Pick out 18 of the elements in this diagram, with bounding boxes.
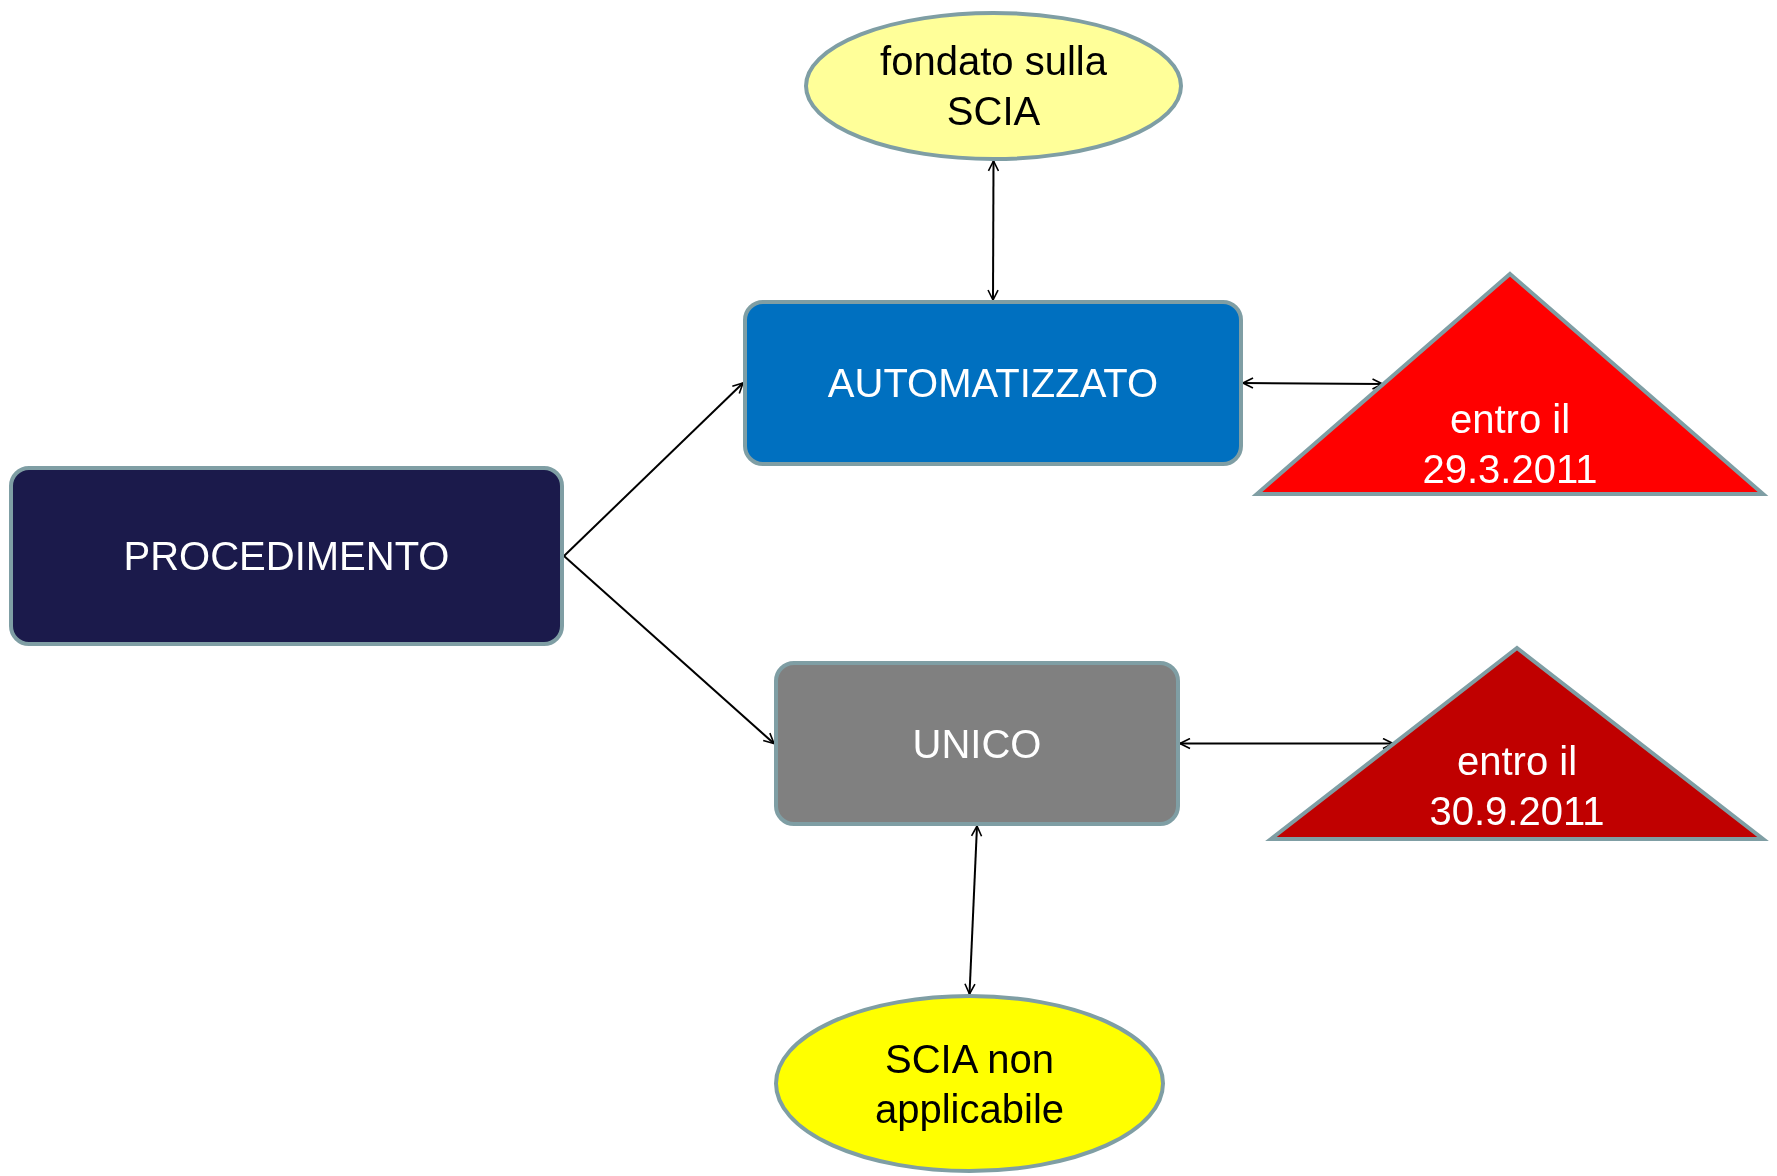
node-label: SCIA non applicabile: [874, 1035, 1065, 1133]
node-label: fondato sulla SCIA: [879, 38, 1108, 135]
arrow: [964, 825, 983, 995]
arrow: [563, 555, 775, 745]
process-box: [774, 661, 1180, 826]
ellipse-node: [774, 994, 1165, 1173]
node-label: PROCEDIMENTO: [123, 533, 450, 580]
arrow: [1179, 737, 1394, 750]
process-box: [743, 300, 1243, 466]
node-label: AUTOMATIZZATO: [827, 360, 1159, 407]
ellipse-node: [804, 11, 1183, 161]
node-label: entro il 29.3.2011: [1421, 396, 1599, 493]
node-label: UNICO: [912, 720, 1042, 768]
process-box: [9, 466, 564, 646]
node-label: entro il 30.9.2011: [1428, 738, 1606, 835]
arrow: [563, 382, 744, 557]
arrow: [1242, 377, 1384, 390]
arrow: [987, 160, 1000, 301]
